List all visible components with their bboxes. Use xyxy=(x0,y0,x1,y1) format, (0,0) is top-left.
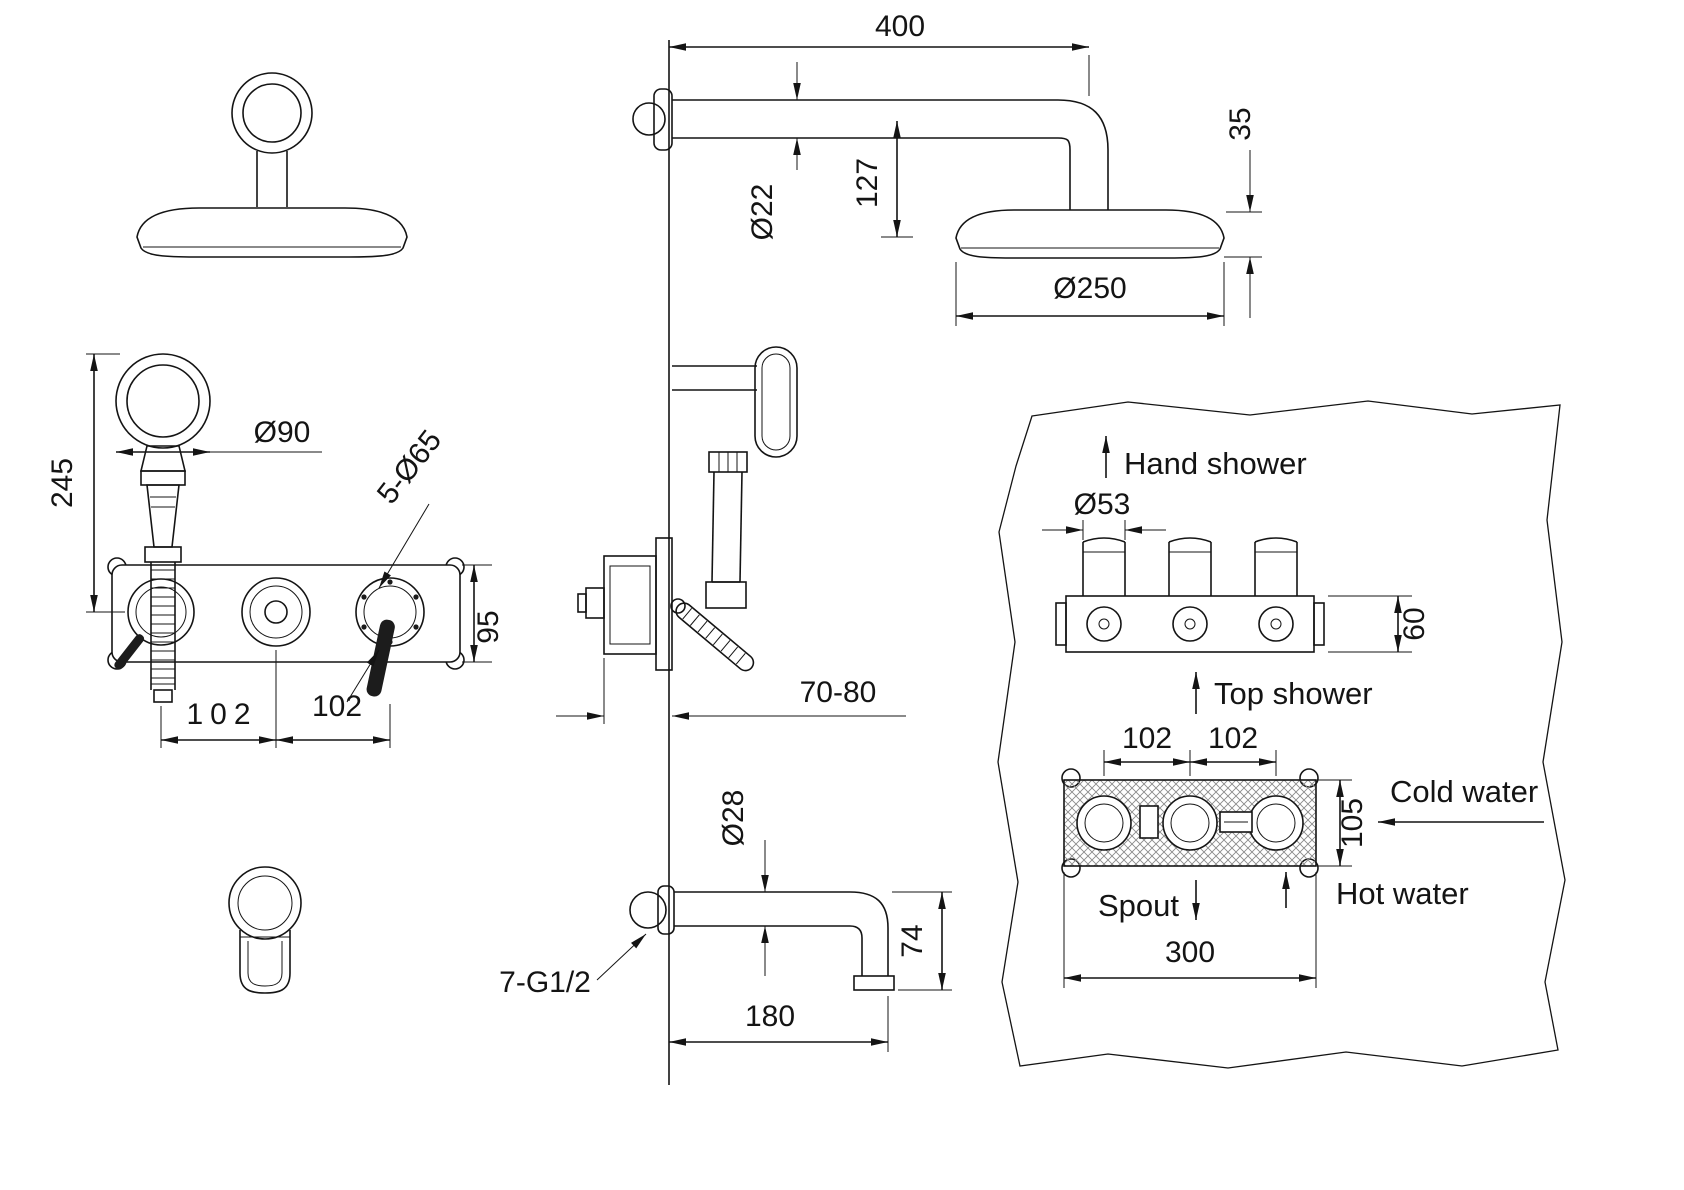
dia-90-label: Ø90 xyxy=(254,416,311,449)
dia-22-label: Ø22 xyxy=(746,184,779,241)
cold-water-label: Cold water xyxy=(1390,774,1538,809)
rough-in-box xyxy=(1061,768,1319,878)
dim-102-front-left-label: 102 xyxy=(186,698,257,731)
dim-245-label: 245 xyxy=(46,458,79,508)
hand-shower-hose xyxy=(150,562,176,703)
dim-102-rough-right-label: 102 xyxy=(1208,722,1258,755)
hot-water-label: Hot water xyxy=(1336,876,1469,911)
diverter-knob xyxy=(241,577,311,647)
front-view-hand-shower-trim: 245 Ø90 5-Ø65 95 102 102 xyxy=(46,353,505,748)
detail-boundary xyxy=(997,400,1566,1069)
rough-in-detail: Hand shower Ø53 60 Top shower xyxy=(997,400,1566,1069)
dim-102-rough-left-label: 102 xyxy=(1122,722,1172,755)
shower-head-profile xyxy=(136,207,408,258)
dim-70-80-label: 70-80 xyxy=(800,676,877,709)
hand-shower-side-view xyxy=(672,346,798,609)
dim-35-label: 35 xyxy=(1224,107,1257,140)
dim-127-label: 127 xyxy=(851,158,884,208)
hand-shower-label: Hand shower xyxy=(1124,446,1307,481)
front-view-spout xyxy=(228,866,302,994)
front-view-top-shower xyxy=(136,72,408,258)
dim-74-label: 74 xyxy=(896,924,929,957)
dim-400-label: 400 xyxy=(875,10,925,43)
thread-spec-label: 7-G1/2 xyxy=(499,966,591,999)
dim-60-label: 60 xyxy=(1398,607,1431,640)
dia-28-label: Ø28 xyxy=(717,790,750,847)
spray-face xyxy=(126,364,200,438)
spout-label: Spout xyxy=(1098,888,1179,923)
dia-250-label: Ø250 xyxy=(1053,272,1126,305)
dim-102-front-right-label: 102 xyxy=(312,690,362,723)
dia-65-count-label: 5-Ø65 xyxy=(371,424,448,510)
dim-105-label: 105 xyxy=(1336,798,1369,848)
arm-wall-flange xyxy=(632,102,666,136)
dim-300-label: 300 xyxy=(1165,936,1215,969)
dim-180-label: 180 xyxy=(745,1000,795,1033)
valve-side-view xyxy=(577,537,755,672)
shower-head-side-profile xyxy=(955,209,1225,259)
valve-body-side xyxy=(1055,537,1325,653)
dia-53-label: Ø53 xyxy=(1074,488,1131,521)
trim-plate xyxy=(111,564,461,663)
side-view-assembly: 400 Ø22 127 35 Ø250 xyxy=(499,10,1262,1085)
dim-95-label: 95 xyxy=(472,610,505,643)
top-shower-label: Top shower xyxy=(1214,676,1373,711)
